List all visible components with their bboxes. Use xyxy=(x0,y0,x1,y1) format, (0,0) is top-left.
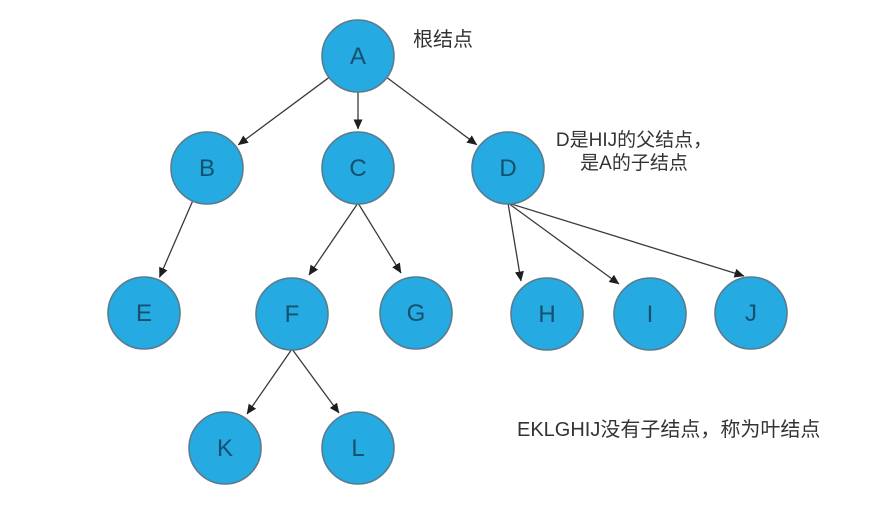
edge-A-D xyxy=(386,77,478,146)
edge-C-G xyxy=(357,202,402,274)
node-J: J xyxy=(714,276,788,350)
node-H-circle xyxy=(510,277,584,351)
nodes-layer: A B C D E F G H I J K L xyxy=(107,19,788,485)
node-I-circle xyxy=(613,277,687,351)
edge-D-J xyxy=(507,202,745,278)
edges-layer xyxy=(158,76,745,415)
node-F-label: F xyxy=(285,301,300,328)
annotations-layer: 根结点 D是HIJ的父结点，是A的子结点 EKLGHIJ没有子结点，称为叶结点 xyxy=(413,28,820,441)
node-K: K xyxy=(188,411,262,485)
edge-F-K xyxy=(246,348,293,415)
node-G: G xyxy=(379,276,453,350)
node-J-circle xyxy=(714,276,788,350)
edge-C-F xyxy=(308,202,359,276)
node-H: H xyxy=(510,277,584,351)
node-F-circle xyxy=(255,277,329,351)
node-K-circle xyxy=(188,411,262,485)
node-C-label: C xyxy=(349,155,366,182)
node-B-label: B xyxy=(199,155,215,182)
node-L: L xyxy=(321,411,395,485)
node-J-label: J xyxy=(745,300,757,327)
node-E: E xyxy=(107,276,181,350)
node-D-circle xyxy=(471,131,545,205)
node-I-label: I xyxy=(647,301,654,328)
edge-D-I xyxy=(507,202,620,285)
leaf-note: EKLGHIJ没有子结点，称为叶结点 xyxy=(517,418,820,441)
node-D-label: D xyxy=(499,155,516,182)
node-A-label: A xyxy=(350,43,366,70)
node-B: B xyxy=(170,131,244,205)
edge-F-L xyxy=(291,348,340,414)
root-note: 根结点 xyxy=(413,28,473,51)
node-G-circle xyxy=(379,276,453,350)
node-G-label: G xyxy=(407,300,426,327)
d-parent-note-line1: D是HIJ的父结点， xyxy=(556,129,712,151)
edge-D-H xyxy=(507,202,524,282)
edge-A-B xyxy=(237,76,330,146)
node-D: D xyxy=(471,131,545,205)
node-K-label: K xyxy=(217,435,233,462)
node-C: C xyxy=(321,131,395,205)
edge-B-E xyxy=(158,200,194,278)
node-L-circle xyxy=(321,411,395,485)
node-C-circle xyxy=(321,131,395,205)
node-H-label: H xyxy=(538,301,555,328)
d-parent-note-line2: 是A的子结点 xyxy=(580,152,688,174)
node-E-circle xyxy=(107,276,181,350)
node-I: I xyxy=(613,277,687,351)
node-F: F xyxy=(255,277,329,351)
node-B-circle xyxy=(170,131,244,205)
node-L-label: L xyxy=(351,435,364,462)
node-E-label: E xyxy=(136,300,152,327)
node-A-circle xyxy=(321,19,395,93)
node-A: A xyxy=(321,19,395,93)
